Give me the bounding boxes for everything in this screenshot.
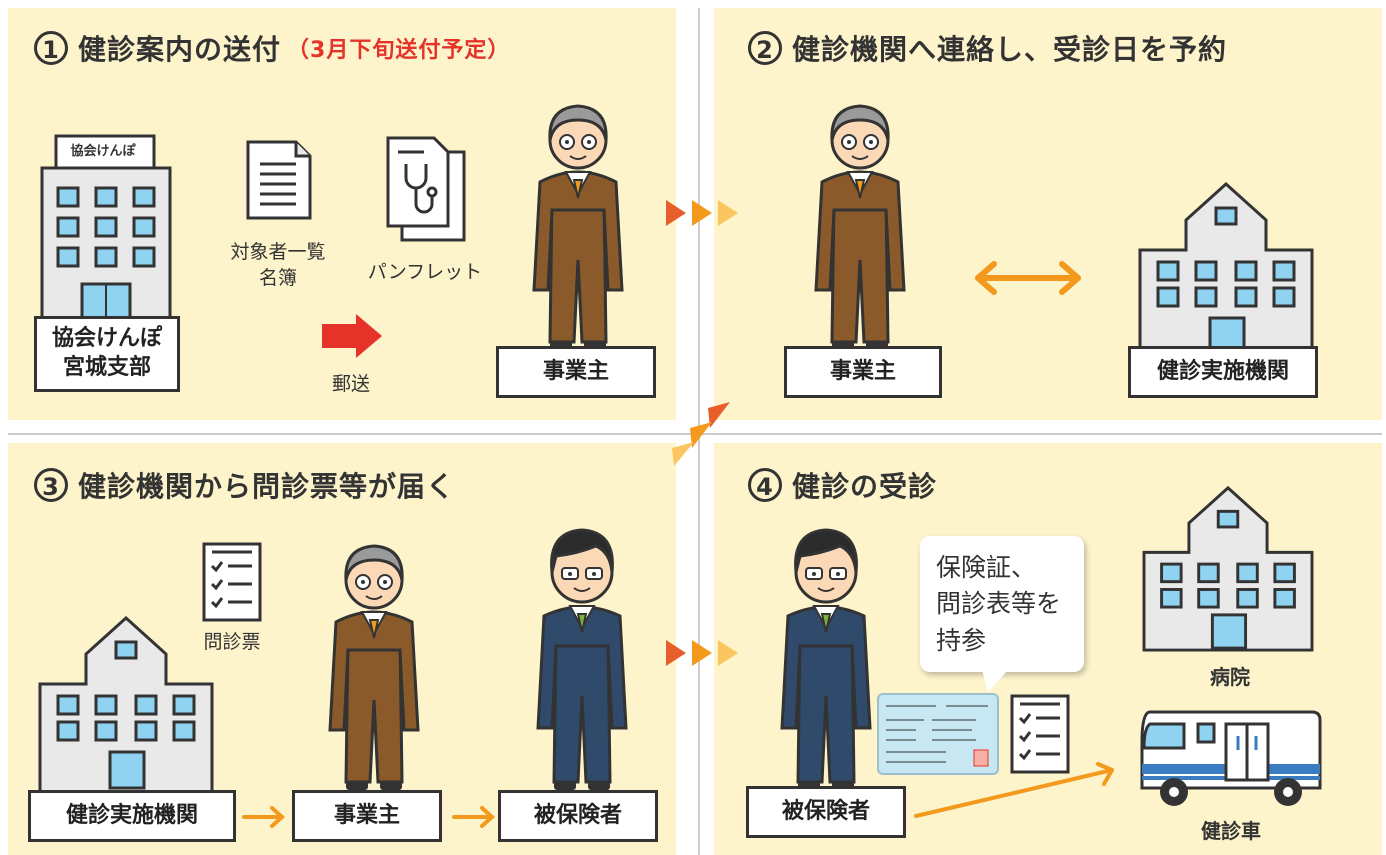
document-icon <box>246 140 312 220</box>
questionnaire-icon <box>202 542 262 622</box>
building-sign-text: 協会けんぽ <box>70 144 136 159</box>
employer-label: 事業主 <box>542 358 609 384</box>
insured-label-box: 被保険者 <box>498 790 658 842</box>
hospital-building-icon <box>38 615 214 796</box>
step-3-title: 3 健診機関から問診票等が届く <box>34 465 455 505</box>
insured-label-box: 被保険者 <box>746 786 906 838</box>
employer-label-box: 事業主 <box>784 346 942 398</box>
flow-arrows-icon <box>666 640 738 666</box>
hospital-building-icon <box>1138 181 1314 362</box>
employer-label-box: 事業主 <box>292 790 442 842</box>
employer-person-icon <box>814 104 906 350</box>
pamphlet-icon <box>386 136 466 242</box>
insured-label: 被保険者 <box>781 798 870 824</box>
step-2-title-text: 健診機関へ連絡し、受診日を予約 <box>792 33 1228 66</box>
institution-label: 健診実施機関 <box>1156 358 1289 384</box>
employer-label-box: 事業主 <box>496 346 656 398</box>
step-1-title-text: 健診案内の送付 <box>78 33 282 66</box>
bubble-tail-icon <box>982 670 1008 692</box>
arrow-to-bus-icon <box>914 762 1114 818</box>
pamphlet-label: パンフレット <box>367 261 483 283</box>
arrow-right-icon <box>242 806 285 828</box>
hospital-building-icon <box>1142 485 1314 652</box>
sender-label-box: 協会けんぽ 宮城支部 <box>34 316 180 392</box>
mail-arrow-icon <box>322 314 382 358</box>
step-number-badge: 3 <box>34 468 68 502</box>
step-1-title: 1 健診案内の送付（3月下旬送付予定） <box>34 28 510 68</box>
step-4-title-text: 健診の受診 <box>792 470 938 503</box>
employer-person-icon <box>532 104 624 350</box>
institution-label-box: 健診実施機関 <box>1128 346 1318 398</box>
institution-label-box: 健診実施機関 <box>28 790 236 842</box>
bubble-text: 保険証、 問診表等を 持参 <box>936 553 1062 655</box>
step-2-title: 2 健診機関へ連絡し、受診日を予約 <box>748 28 1227 68</box>
insured-label: 被保険者 <box>533 802 622 828</box>
arrow-right-icon <box>452 806 495 828</box>
sender-label: 協会けんぽ 宮城支部 <box>51 326 162 380</box>
employer-person-icon <box>328 544 420 790</box>
insured-person-icon <box>536 528 628 790</box>
step-3-title-text: 健診機関から問診票等が届く <box>78 470 456 503</box>
insurance-card-icon <box>877 693 999 775</box>
hospital-label: 病院 <box>1210 665 1250 689</box>
step-number-badge: 1 <box>34 31 68 65</box>
mail-label: 郵送 <box>331 373 370 395</box>
step-4-title: 4 健診の受診 <box>748 465 937 505</box>
step-number-badge: 2 <box>748 31 782 65</box>
document-list-label: 対象者一覧 名簿 <box>230 241 326 289</box>
step-1-schedule-note: （3月下旬送付予定） <box>287 38 511 63</box>
employer-label: 事業主 <box>829 358 896 384</box>
office-building-icon <box>40 134 172 332</box>
step-number-badge: 4 <box>748 468 782 502</box>
questionnaire-icon <box>1010 694 1070 774</box>
questionnaire-label: 問診票 <box>203 631 261 653</box>
speech-bubble: 保険証、 問診表等を 持参 <box>920 536 1084 672</box>
flow-arrows-icon <box>666 200 738 226</box>
employer-label: 事業主 <box>333 802 400 828</box>
flow-arrows-diagonal-icon <box>672 402 730 466</box>
institution-label: 健診実施機関 <box>65 802 198 828</box>
double-arrow-icon <box>975 261 1081 295</box>
insured-person-icon <box>780 528 872 790</box>
medical-bus-icon <box>1140 710 1322 806</box>
bus-label: 健診車 <box>1201 819 1261 843</box>
